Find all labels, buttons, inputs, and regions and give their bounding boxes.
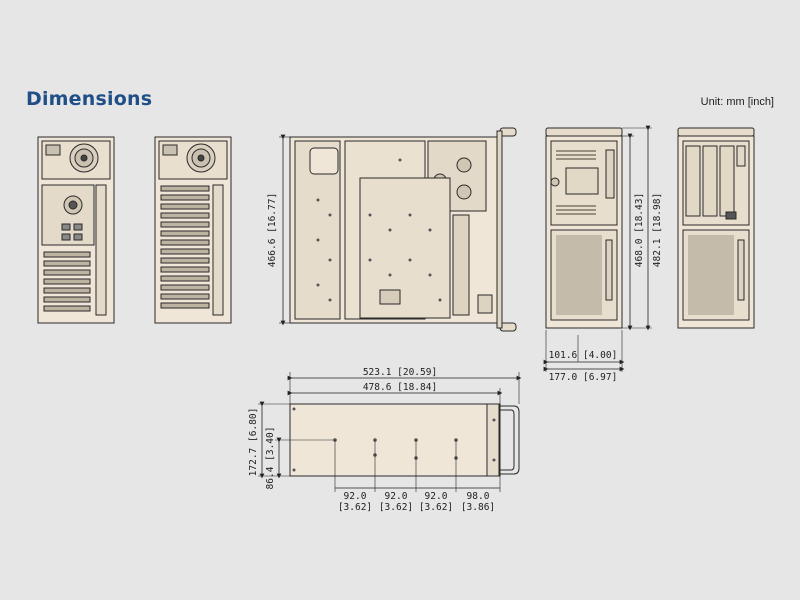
- top-depth-dimension: 466.6 [16.77]: [267, 134, 290, 326]
- front-width-dimensions: 101.6 [4.00] 177.0 [6.97]: [543, 330, 625, 383]
- unit-label: Unit: mm [inch]: [700, 96, 774, 108]
- front-view-1: [545, 127, 623, 329]
- front-width-101-label: 101.6 [4.00]: [549, 350, 618, 361]
- front-view-2: [677, 127, 755, 329]
- side-width-523-label: 523.1 [20.59]: [363, 367, 437, 378]
- spacing-2-mm: 92.0: [385, 491, 408, 502]
- front-width-177-label: 177.0 [6.97]: [549, 372, 618, 383]
- spacing-3-inch: [3.62]: [419, 502, 453, 513]
- spacing-2-inch: [3.62]: [379, 502, 413, 513]
- spacing-4-inch: [3.86]: [461, 502, 495, 513]
- front-height-482-label: 482.1 [18.98]: [652, 193, 663, 267]
- hole-spacing-dimensions: 92.0 [3.62] 92.0 [3.62] 92.0 [3.62] 98.0…: [334, 440, 501, 513]
- rear-view-2: [154, 136, 232, 324]
- top-view: [289, 127, 517, 332]
- side-height-86-label: 86.4 [3.40]: [265, 427, 276, 490]
- spacing-1-inch: [3.62]: [338, 502, 372, 513]
- rear-view-1: [37, 136, 115, 324]
- spacing-1-mm: 92.0: [344, 491, 367, 502]
- side-height-172-label: 172.7 [6.80]: [248, 408, 259, 477]
- side-width-dimensions: 523.1 [20.59] 478.6 [18.84]: [287, 367, 522, 404]
- front-height-dimensions: 468.0 [18.43] 482.1 [18.98]: [622, 125, 663, 331]
- side-height-dimensions: 172.7 [6.80] 86.4 [3.40]: [248, 401, 335, 490]
- top-depth-label: 466.6 [16.77]: [267, 193, 278, 267]
- side-width-478-label: 478.6 [18.84]: [363, 382, 437, 393]
- front-height-468-label: 468.0 [18.43]: [634, 193, 645, 267]
- spacing-4-mm: 98.0: [467, 491, 490, 502]
- spacing-3-mm: 92.0: [425, 491, 448, 502]
- page-title: Dimensions: [26, 88, 153, 110]
